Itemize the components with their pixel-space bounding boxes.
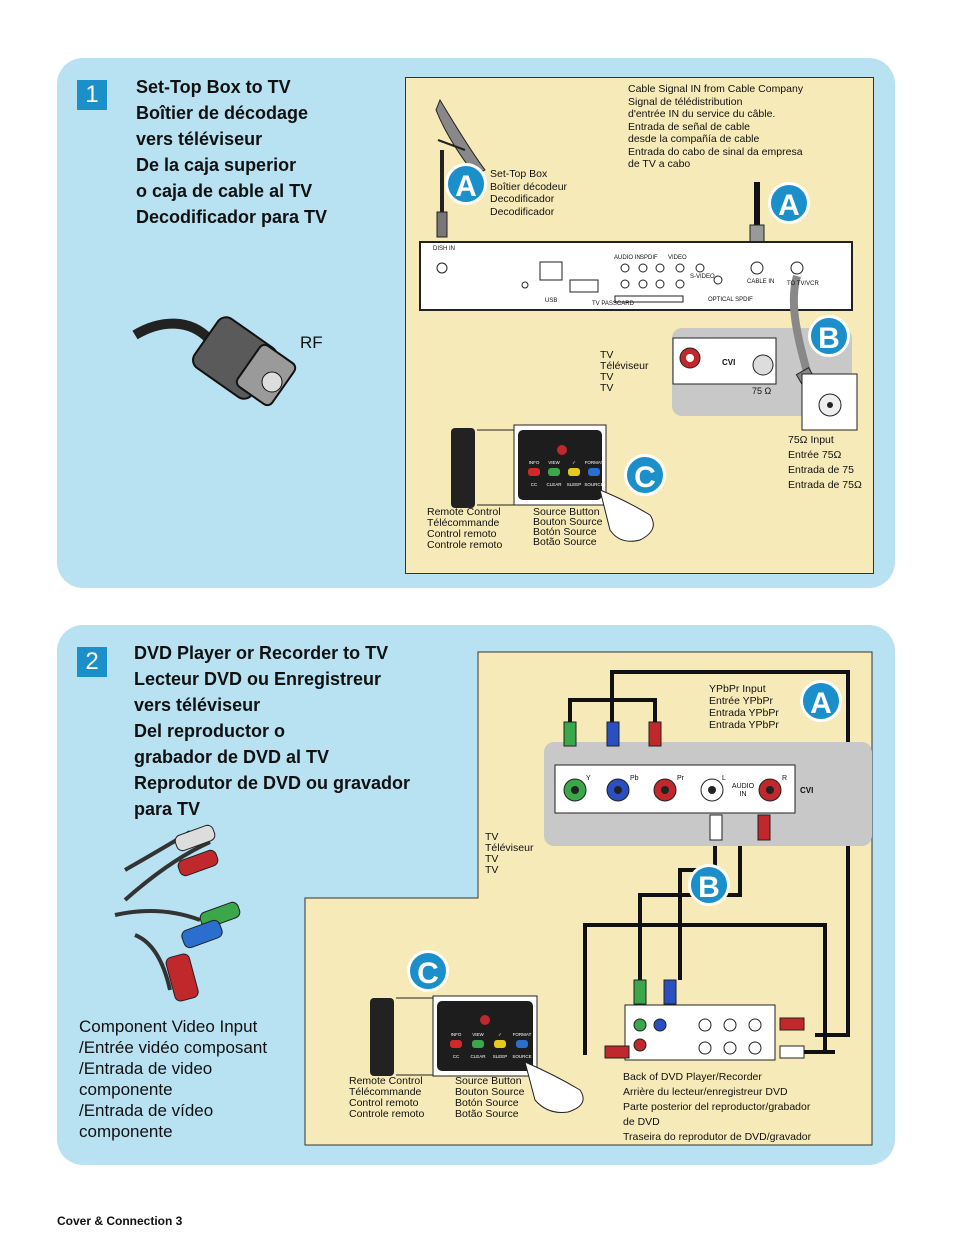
remote-button-label: SOURCE — [512, 1054, 531, 1059]
section-2-number: 2 — [77, 647, 107, 677]
remote-button-label: INFO — [529, 460, 540, 465]
badge-b-2: B — [688, 864, 730, 906]
remote-button-label: ✓ — [498, 1032, 502, 1037]
remote-button-label: INFO — [451, 1032, 462, 1037]
cable-in-label: CABLE IN — [747, 279, 775, 285]
cvi-label-2: CVI — [800, 786, 814, 795]
remote-button-label: CC — [531, 482, 538, 487]
remote-button-label: CC — [453, 1054, 460, 1059]
badge-c: C — [624, 454, 666, 496]
dish-in-label: DISH IN — [433, 246, 456, 252]
port-pb-label: Pb — [630, 775, 639, 782]
component-video-label: Component Video Input/Entrée vidéo compo… — [79, 1017, 268, 1141]
video-label: VIDEO — [668, 255, 687, 261]
badge-c-2: C — [407, 950, 449, 992]
port-y-label: Y — [586, 775, 591, 782]
remote-button-label: CLEAR — [470, 1054, 486, 1059]
badge-b: B — [808, 315, 850, 357]
usb-label: USB — [545, 298, 558, 304]
remote-button-label: SLEEP — [567, 482, 582, 487]
remote-button-label: SLEEP — [493, 1054, 508, 1059]
remote-button-label: CLEAR — [546, 482, 562, 487]
remote-button-label: FORMAT — [513, 1032, 532, 1037]
svideo-label: S-VIDEO — [690, 274, 715, 280]
remote-button-label: VIEW — [548, 460, 560, 465]
remote-button-label: ✓ — [572, 460, 576, 465]
badge-a-cable: A — [768, 182, 810, 224]
audio-in-label-2: AUDIO IN — [731, 783, 755, 798]
tv-passcard-label: TV PASSCARD — [592, 301, 634, 307]
port-pr-label: Pr — [677, 775, 684, 782]
remote-button-label: FORMAT — [585, 460, 604, 465]
section-1-number: 1 — [77, 80, 107, 110]
cvi-label-1: CVI — [722, 358, 736, 367]
optical-label: OPTICAL SPDIF — [708, 297, 753, 303]
audio-in-label: AUDIO IN — [614, 255, 641, 261]
remote-button-label: SOURCE — [584, 482, 603, 487]
page-footer: Cover & Connection 3 — [57, 1214, 183, 1228]
badge-a-dish: A — [445, 163, 487, 205]
port-r-label: R — [782, 775, 788, 782]
to-tv-label: TO TV/VCR — [787, 281, 819, 287]
port-l-label: L — [722, 775, 726, 782]
ohm-label: 75 Ω — [752, 386, 772, 396]
rf-label: RF — [300, 333, 323, 352]
remote-button-label: VIEW — [472, 1032, 484, 1037]
badge-a-2: A — [800, 680, 842, 722]
spdif-label: SPDIF — [640, 255, 658, 261]
